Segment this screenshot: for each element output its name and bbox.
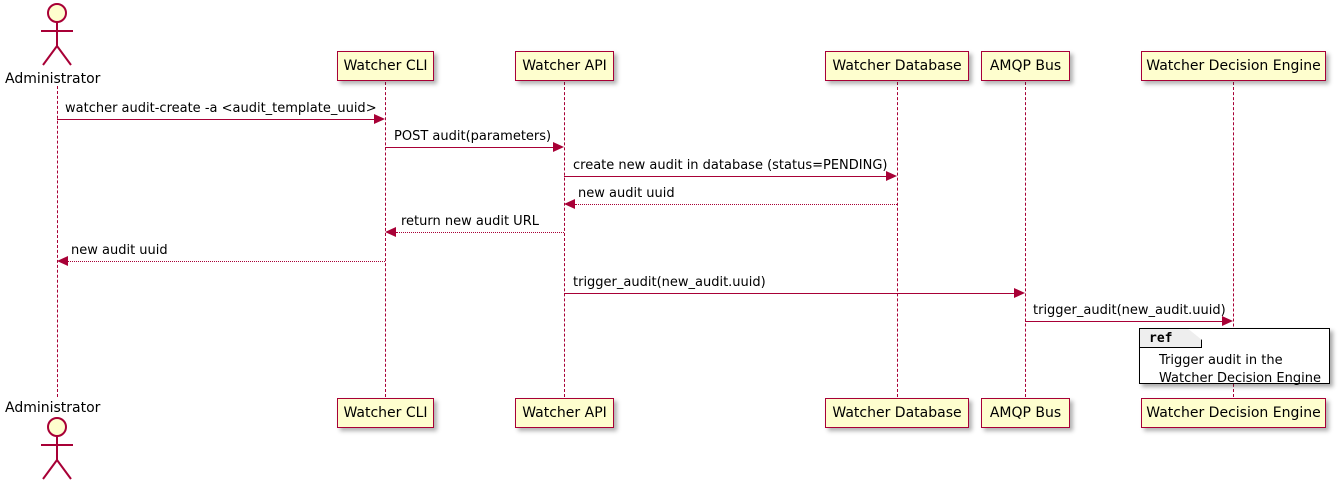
actor-label-administrator-bottom: Administrator	[5, 400, 101, 416]
message-label-8: trigger_audit(new_audit.uuid)	[1033, 303, 1226, 318]
participant-amqp-bus-bottom[interactable]: AMQP Bus	[981, 398, 1070, 428]
participant-watcher-decision-engine-top[interactable]: Watcher Decision Engine	[1141, 51, 1326, 81]
ref-fragment-tab: ref	[1140, 329, 1202, 348]
message-line-2	[385, 147, 553, 148]
message-line-3	[564, 176, 886, 177]
message-label-6: new audit uuid	[71, 243, 168, 258]
message-line-6	[68, 261, 385, 262]
actor-figure-icon	[41, 417, 73, 480]
message-line-5	[396, 232, 564, 233]
actor-administrator-top	[34, 2, 80, 72]
message-line-4	[575, 204, 897, 205]
participant-amqp-bus-top[interactable]: AMQP Bus	[981, 51, 1070, 81]
message-label-1: watcher audit-create -a <audit_template_…	[65, 101, 377, 116]
ref-fragment: ref Trigger audit in the Watcher Decisio…	[1139, 328, 1330, 386]
ref-fragment-line-2: Watcher Decision Engine	[1159, 371, 1321, 386]
lifeline-amqp-bus	[1025, 82, 1026, 397]
participant-watcher-decision-engine-bottom[interactable]: Watcher Decision Engine	[1141, 398, 1326, 428]
ref-fragment-line-1: Trigger audit in the	[1159, 353, 1283, 368]
participant-watcher-api-bottom[interactable]: Watcher API	[515, 398, 614, 428]
participant-watcher-database-top[interactable]: Watcher Database	[825, 51, 969, 81]
message-arrowhead-6	[57, 256, 68, 266]
participant-watcher-cli-top[interactable]: Watcher CLI	[337, 51, 434, 81]
participant-watcher-api-top[interactable]: Watcher API	[515, 51, 614, 81]
message-label-2: POST audit(parameters)	[394, 129, 552, 144]
message-line-1	[57, 119, 374, 120]
lifeline-watcher-api	[564, 82, 565, 397]
lifeline-watcher-cli	[385, 82, 386, 397]
actor-administrator-bottom	[34, 416, 80, 486]
message-label-3: create new audit in database (status=PEN…	[573, 158, 888, 173]
actor-label-administrator-top: Administrator	[5, 71, 101, 87]
message-arrowhead-1	[374, 114, 385, 124]
message-arrowhead-7	[1014, 288, 1025, 298]
message-label-7: trigger_audit(new_audit.uuid)	[573, 275, 766, 290]
message-arrowhead-3	[886, 171, 897, 181]
message-label-5: return new audit URL	[401, 214, 539, 229]
participant-watcher-database-bottom[interactable]: Watcher Database	[825, 398, 969, 428]
message-arrowhead-4	[564, 199, 575, 209]
lifeline-administrator	[57, 86, 58, 397]
message-arrowhead-8	[1222, 316, 1233, 326]
message-arrowhead-2	[553, 142, 564, 152]
message-label-4: new audit uuid	[578, 186, 675, 201]
message-arrowhead-5	[385, 227, 396, 237]
lifeline-watcher-decision-engine	[1233, 82, 1234, 397]
message-line-7	[564, 293, 1014, 294]
actor-figure-icon	[41, 3, 73, 66]
lifeline-watcher-database	[897, 82, 898, 397]
message-line-8	[1025, 321, 1222, 322]
participant-watcher-cli-bottom[interactable]: Watcher CLI	[337, 398, 434, 428]
